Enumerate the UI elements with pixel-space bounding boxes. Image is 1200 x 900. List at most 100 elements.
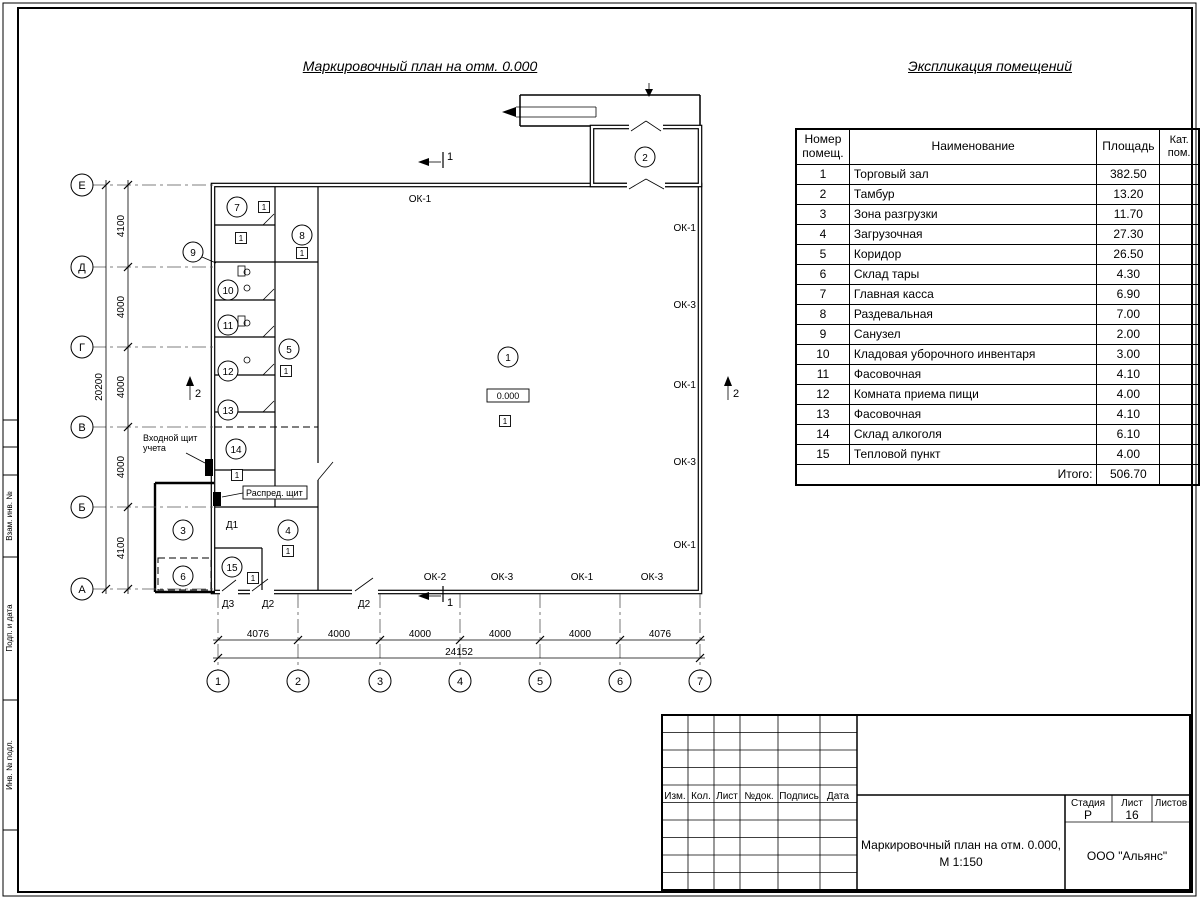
section-label: 1 bbox=[447, 597, 453, 609]
grid-col-label: 6 bbox=[617, 676, 623, 688]
total-value: 506.70 bbox=[1096, 464, 1161, 486]
window-label: ОК-3 bbox=[641, 572, 664, 583]
titleblock-col-label: Лист bbox=[716, 791, 738, 802]
window-label: ОК-2 bbox=[424, 572, 447, 583]
dim-label: 4076 bbox=[247, 629, 270, 640]
room-number: 1 bbox=[505, 353, 511, 364]
elevation-value: 0.000 bbox=[497, 391, 520, 401]
grid-col-label: 4 bbox=[457, 676, 463, 688]
plan-title: Маркировочный план на отм. 0.000 bbox=[302, 58, 538, 74]
room-number: 14 bbox=[230, 445, 242, 456]
door-labels: Д1 Д3 Д2 Д2 bbox=[222, 520, 371, 610]
dim-label: 4100 bbox=[116, 536, 127, 559]
section-label: 1 bbox=[447, 151, 453, 163]
titleblock-col-label: Дата bbox=[827, 791, 850, 802]
doc-title-line2: М 1:150 bbox=[939, 855, 983, 869]
building-walls bbox=[153, 120, 703, 597]
grid-row-label: Б bbox=[78, 502, 85, 514]
titleblock-col-label: №док. bbox=[744, 791, 773, 802]
window-label: ОК-1 bbox=[674, 380, 697, 391]
doc-title-line1: Маркировочный план на отм. 0.000, bbox=[861, 838, 1061, 852]
titleblock-col-label: Кол. bbox=[691, 791, 711, 802]
room-number: 7 bbox=[234, 203, 240, 214]
grid-row-label: А bbox=[78, 584, 86, 596]
window-label: ОК-1 bbox=[674, 223, 697, 234]
unit-marker: 1 bbox=[262, 203, 267, 212]
window-label: ОК-3 bbox=[674, 300, 697, 311]
grid-col-label: 3 bbox=[377, 676, 383, 688]
dim-label: 4000 bbox=[116, 455, 127, 478]
titleblock-col-label: Подпись bbox=[779, 791, 819, 802]
room-number: 6 bbox=[180, 572, 186, 583]
room-number: 15 bbox=[226, 563, 238, 574]
stamp-side-label: Взам. инв. № bbox=[5, 491, 14, 541]
meter-board-label: Входной щит bbox=[143, 433, 197, 443]
sheet-value: 16 bbox=[1125, 808, 1139, 822]
section-marks: 1 1 2 2 bbox=[186, 151, 739, 609]
room-number: 13 bbox=[222, 406, 234, 417]
stage-header: Стадия bbox=[1071, 798, 1105, 809]
ramp-arrow-icon bbox=[502, 107, 516, 117]
grid-axes bbox=[92, 184, 701, 670]
room-markers: 1 2 3 4 5 6 7 8 9 10 11 12 13 14 15 bbox=[172, 146, 656, 587]
window-label: ОК-1 bbox=[674, 540, 697, 551]
window-label: ОК-1 bbox=[409, 194, 432, 205]
unit-marker: 1 bbox=[286, 547, 291, 556]
grid-row-label: Г bbox=[79, 342, 85, 354]
room-number: 9 bbox=[190, 248, 196, 259]
grid-row-label: Д bbox=[78, 262, 86, 274]
loading-dock bbox=[502, 83, 701, 127]
dimensions: 4100 4000 4000 4000 4100 20200 4076 4000… bbox=[94, 180, 705, 663]
dim-label: 4000 bbox=[116, 295, 127, 318]
unit-marker: 1 bbox=[239, 234, 244, 243]
door-label: Д1 bbox=[226, 520, 239, 531]
meter-board-label: учета bbox=[143, 443, 166, 453]
dim-label: 4000 bbox=[116, 375, 127, 398]
room-number: 4 bbox=[285, 526, 291, 537]
title-block: Изм. Кол. Лист №док. Подпись Дата Маркир… bbox=[661, 714, 1191, 891]
unit-marker: 1 bbox=[284, 367, 289, 376]
dim-label: 4000 bbox=[409, 629, 432, 640]
door-label: Д2 bbox=[262, 599, 275, 610]
unit-marker: 1 bbox=[235, 471, 240, 480]
distribution-board-label: Распред. щит bbox=[246, 488, 303, 498]
dim-total-label: 24152 bbox=[445, 647, 473, 658]
window-label: ОК-1 bbox=[571, 572, 594, 583]
col-header-name: Наименование bbox=[848, 128, 1098, 165]
table-total-row: Итого: 506.70 bbox=[795, 464, 1200, 486]
dim-label: 4000 bbox=[569, 629, 592, 640]
grid-col-label: 1 bbox=[215, 676, 221, 688]
grid-col-label: 5 bbox=[537, 676, 543, 688]
total-label: Итого: bbox=[795, 464, 1098, 486]
room-number: 3 bbox=[180, 526, 186, 537]
grid-row-label: Е bbox=[78, 180, 85, 192]
distribution-board-icon bbox=[213, 492, 221, 506]
unit-marker: 1 bbox=[503, 417, 508, 426]
window-label: ОК-3 bbox=[491, 572, 514, 583]
electrical-annotations: Входной щит учета Распред. щит bbox=[143, 433, 308, 506]
window-label: ОК-3 bbox=[674, 457, 697, 468]
section-label: 2 bbox=[733, 388, 739, 400]
grid-bubbles-cols: 1 2 3 4 5 6 7 bbox=[206, 669, 712, 693]
dim-label: 4000 bbox=[489, 629, 512, 640]
room6-dashed-outline bbox=[157, 557, 212, 591]
room-number: 11 bbox=[223, 321, 234, 332]
room-number: 10 bbox=[222, 286, 234, 297]
col-header-num: Номер помещ. bbox=[795, 128, 850, 165]
col-header-area: Площадь bbox=[1096, 128, 1161, 165]
unit-markers: 1 1 1 1 1 1 1 1 bbox=[231, 201, 511, 584]
grid-row-label: В bbox=[78, 422, 85, 434]
dim-label: 4100 bbox=[116, 214, 127, 237]
explication-table: Номер помещ. Наименование Площадь Кат. п… bbox=[795, 128, 1200, 486]
explication-title: Экспликация помещений bbox=[908, 58, 1072, 74]
company-name: ООО "Альянс" bbox=[1087, 849, 1167, 863]
dim-total-label: 20200 bbox=[94, 373, 105, 401]
